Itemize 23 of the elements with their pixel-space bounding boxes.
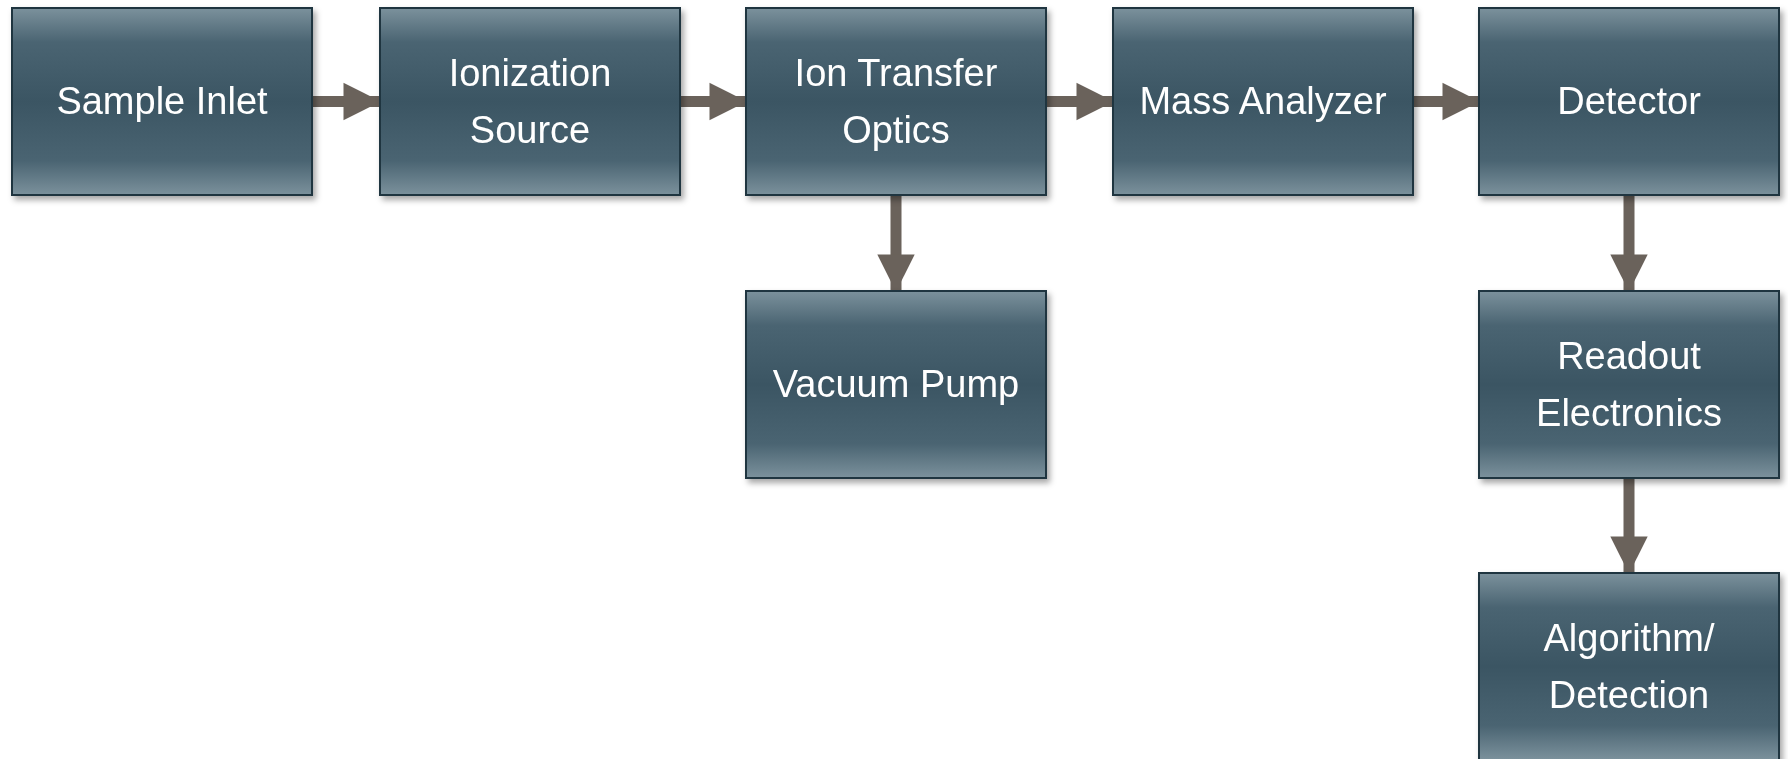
box-label: Vacuum Pump — [771, 362, 1021, 407]
process-box — [1478, 290, 1780, 479]
arrow — [1610, 479, 1648, 574]
box-label: Ionization Source — [447, 50, 613, 153]
box-label: Readout Electronics — [1535, 333, 1723, 436]
arrow — [1610, 196, 1648, 292]
box-label: Mass Analyzer — [1138, 79, 1388, 124]
process-box — [1478, 572, 1780, 759]
process-box — [745, 290, 1047, 479]
process-box — [1478, 7, 1780, 196]
box-label: Detector — [1556, 79, 1702, 124]
arrow — [681, 82, 747, 121]
arrow — [1414, 82, 1480, 121]
box-label: Sample Inlet — [55, 79, 269, 124]
process-box — [1112, 7, 1414, 196]
arrow — [1047, 82, 1114, 121]
arrow — [877, 196, 915, 292]
box-label: Algorithm/ Detection — [1542, 615, 1716, 718]
arrow — [313, 82, 381, 121]
process-box — [745, 7, 1047, 196]
box-label: Ion Transfer Optics — [793, 50, 999, 153]
process-box — [11, 7, 313, 196]
process-box — [379, 7, 681, 196]
